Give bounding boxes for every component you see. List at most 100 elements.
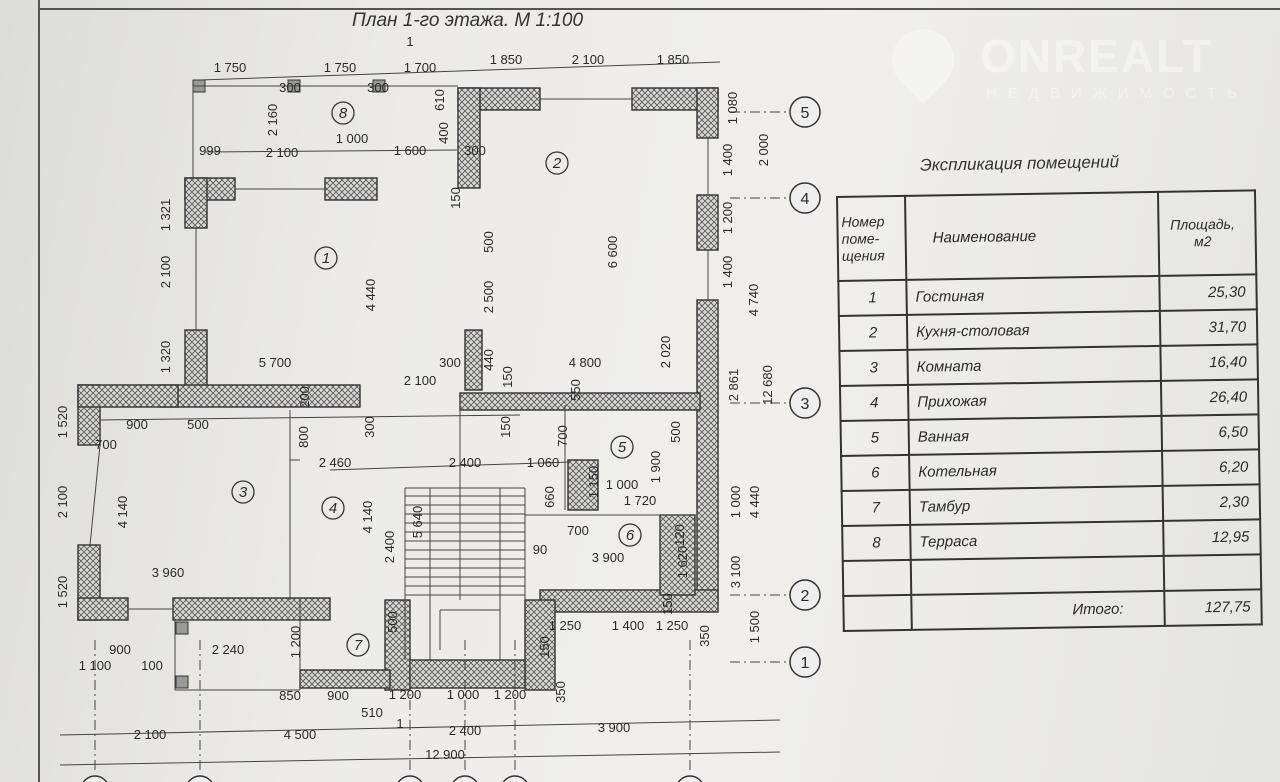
header-name: Наименование: [905, 191, 1160, 280]
dimension-label: 150: [500, 366, 515, 388]
dimension-label: 700: [95, 437, 117, 452]
wall-segment: [696, 194, 719, 251]
wall-segment: [77, 384, 179, 408]
dimension-label: 5 640: [410, 506, 425, 539]
dimension-label: 900: [126, 417, 148, 432]
room-area-cell: 2,30: [1162, 484, 1261, 521]
room-marker-circle: [321, 496, 345, 520]
room-number-cell: 7: [841, 489, 911, 526]
plan-line: [89, 444, 101, 546]
dimension-label: 100: [141, 658, 163, 673]
dimension-label: 999: [199, 143, 221, 158]
dimension-label: 90: [533, 542, 547, 557]
dimension-label: 150: [448, 187, 463, 209]
room-area-cell: 31,70: [1159, 309, 1258, 346]
room-name-cell: Ванная: [908, 415, 1163, 455]
plan-title: План 1-го этажа. М 1:100: [352, 10, 584, 31]
wall-segment: [159, 384, 361, 408]
dimension-label: 1 200: [720, 202, 735, 235]
dimension-label: 1 520: [55, 406, 70, 439]
plan-line: [59, 719, 781, 736]
dimension-label: 2 400: [449, 455, 482, 470]
dimension-label: 550: [568, 379, 583, 401]
dimension-label: 4 740: [746, 284, 761, 317]
wall-segment: [524, 599, 556, 691]
table-row-total: Итого:127,75: [843, 589, 1262, 631]
dimension-label: 4 140: [360, 501, 375, 534]
dimension-label: 400: [436, 122, 451, 144]
dimension-label: 150: [660, 593, 675, 615]
room-area-cell: 6,20: [1162, 449, 1260, 486]
room-number: 5: [618, 439, 627, 456]
axis-bubble: [397, 775, 423, 782]
dimension-label: 4 800: [569, 355, 602, 370]
room-marker-circle: [331, 101, 355, 125]
axis-bubble: [502, 775, 528, 782]
dimension-label: 510: [361, 705, 383, 720]
dimension-label: 800: [296, 426, 311, 448]
total-value: 127,75: [1164, 589, 1262, 626]
dimension-label: 1 520: [55, 576, 70, 609]
room-name-cell: Терраса: [910, 520, 1164, 560]
room-number: 8: [339, 105, 348, 122]
walls: [77, 79, 719, 691]
dimension-label: 1 000: [447, 687, 480, 702]
wall-segment: [172, 597, 331, 621]
dimension-label: 2 100: [572, 52, 605, 67]
dimension-label: 4 500: [284, 727, 317, 742]
header-number: Номер поме- щения: [837, 195, 907, 281]
room-area-cell: 16,40: [1160, 344, 1258, 381]
dimension-label: 1 200: [389, 687, 422, 702]
wall-segment: [77, 597, 129, 621]
room-number: 2: [552, 155, 562, 172]
dimension-label: 1 250: [549, 618, 582, 633]
post: [175, 621, 189, 635]
dimension-label: 900: [109, 642, 131, 657]
dimension-label: 700: [567, 523, 589, 538]
dimension-label: 1 400: [720, 256, 735, 289]
wall-segment: [696, 299, 719, 601]
dimension-label: 2 100: [266, 145, 299, 160]
dimension-label: 3 900: [598, 720, 631, 735]
room-number: 3: [239, 484, 248, 501]
table-header: Номер поме- щения Наименование Площадь, …: [837, 190, 1257, 281]
sheet-frame-left: [38, 0, 40, 782]
dimension-label: 1 620: [675, 546, 690, 579]
dimension-label: 2 160: [265, 104, 280, 137]
axis-label: 3: [801, 396, 810, 413]
axis-label: 1: [801, 655, 810, 672]
wall-segment: [464, 329, 483, 391]
dimension-label: 150: [537, 636, 552, 658]
dimension-label: 3 100: [728, 556, 743, 589]
room-number-cell: 3: [839, 349, 908, 386]
room-marker-circle: [610, 435, 634, 459]
axis-bubble: [452, 775, 478, 782]
explication-table: Номер поме- щения Наименование Площадь, …: [836, 189, 1263, 632]
wall-segment: [659, 514, 696, 596]
room-name-cell: Гостиная: [906, 275, 1160, 315]
room-area-cell: 6,50: [1161, 414, 1260, 451]
dimension-label: 1 700: [404, 60, 437, 75]
dimension-label: 2 100: [55, 486, 70, 519]
dimension-label: 2 500: [481, 281, 496, 314]
dimension-label: 1 060: [527, 455, 560, 470]
dimension-label: 1 850: [490, 52, 523, 67]
room-marker-circle: [314, 246, 338, 270]
dimension-label: 4 440: [363, 279, 378, 312]
room-number: 6: [626, 527, 635, 544]
dimension-label: 610: [432, 89, 447, 111]
plan-line: [329, 461, 571, 471]
room-area-cell: 12,95: [1163, 519, 1261, 556]
dimension-label: 500: [187, 417, 209, 432]
dimension-label: 2 000: [756, 134, 771, 167]
dimension-label: 1 750: [324, 60, 357, 75]
dimension-label: 1 850: [657, 52, 690, 67]
dimension-label: 120: [672, 524, 687, 546]
dimension-label: 1 720: [624, 493, 657, 508]
dimension-label: 1 250: [656, 618, 689, 633]
axis-bubble: [677, 775, 703, 782]
axis-bubble: [789, 182, 821, 214]
room-number: 7: [354, 637, 363, 654]
